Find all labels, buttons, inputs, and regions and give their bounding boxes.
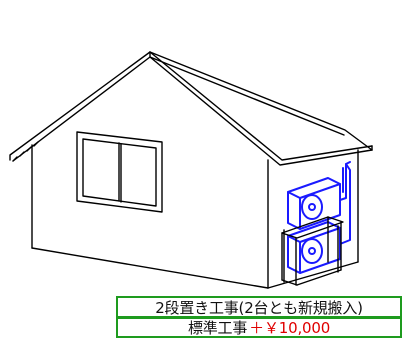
front-wall bbox=[31, 144, 269, 289]
ac-unit-upper bbox=[287, 177, 341, 230]
caption-line-1: 2段置き工事(2台とも新規搬入) bbox=[155, 298, 363, 317]
side-wall bbox=[267, 149, 359, 289]
window bbox=[76, 131, 163, 213]
price-label: ＋￥10,000 bbox=[249, 319, 331, 337]
caption-line-2: 標準工事＋￥10,000 bbox=[118, 319, 400, 337]
caption-line-1-box: 2段置き工事(2台とも新規搬入) bbox=[116, 296, 402, 318]
ac-piping bbox=[339, 161, 351, 245]
roof bbox=[9, 51, 373, 166]
caption-line-2-box: 標準工事＋￥10,000 bbox=[116, 317, 402, 338]
work-label: 標準工事 bbox=[187, 319, 248, 337]
ac-stand bbox=[281, 216, 344, 286]
